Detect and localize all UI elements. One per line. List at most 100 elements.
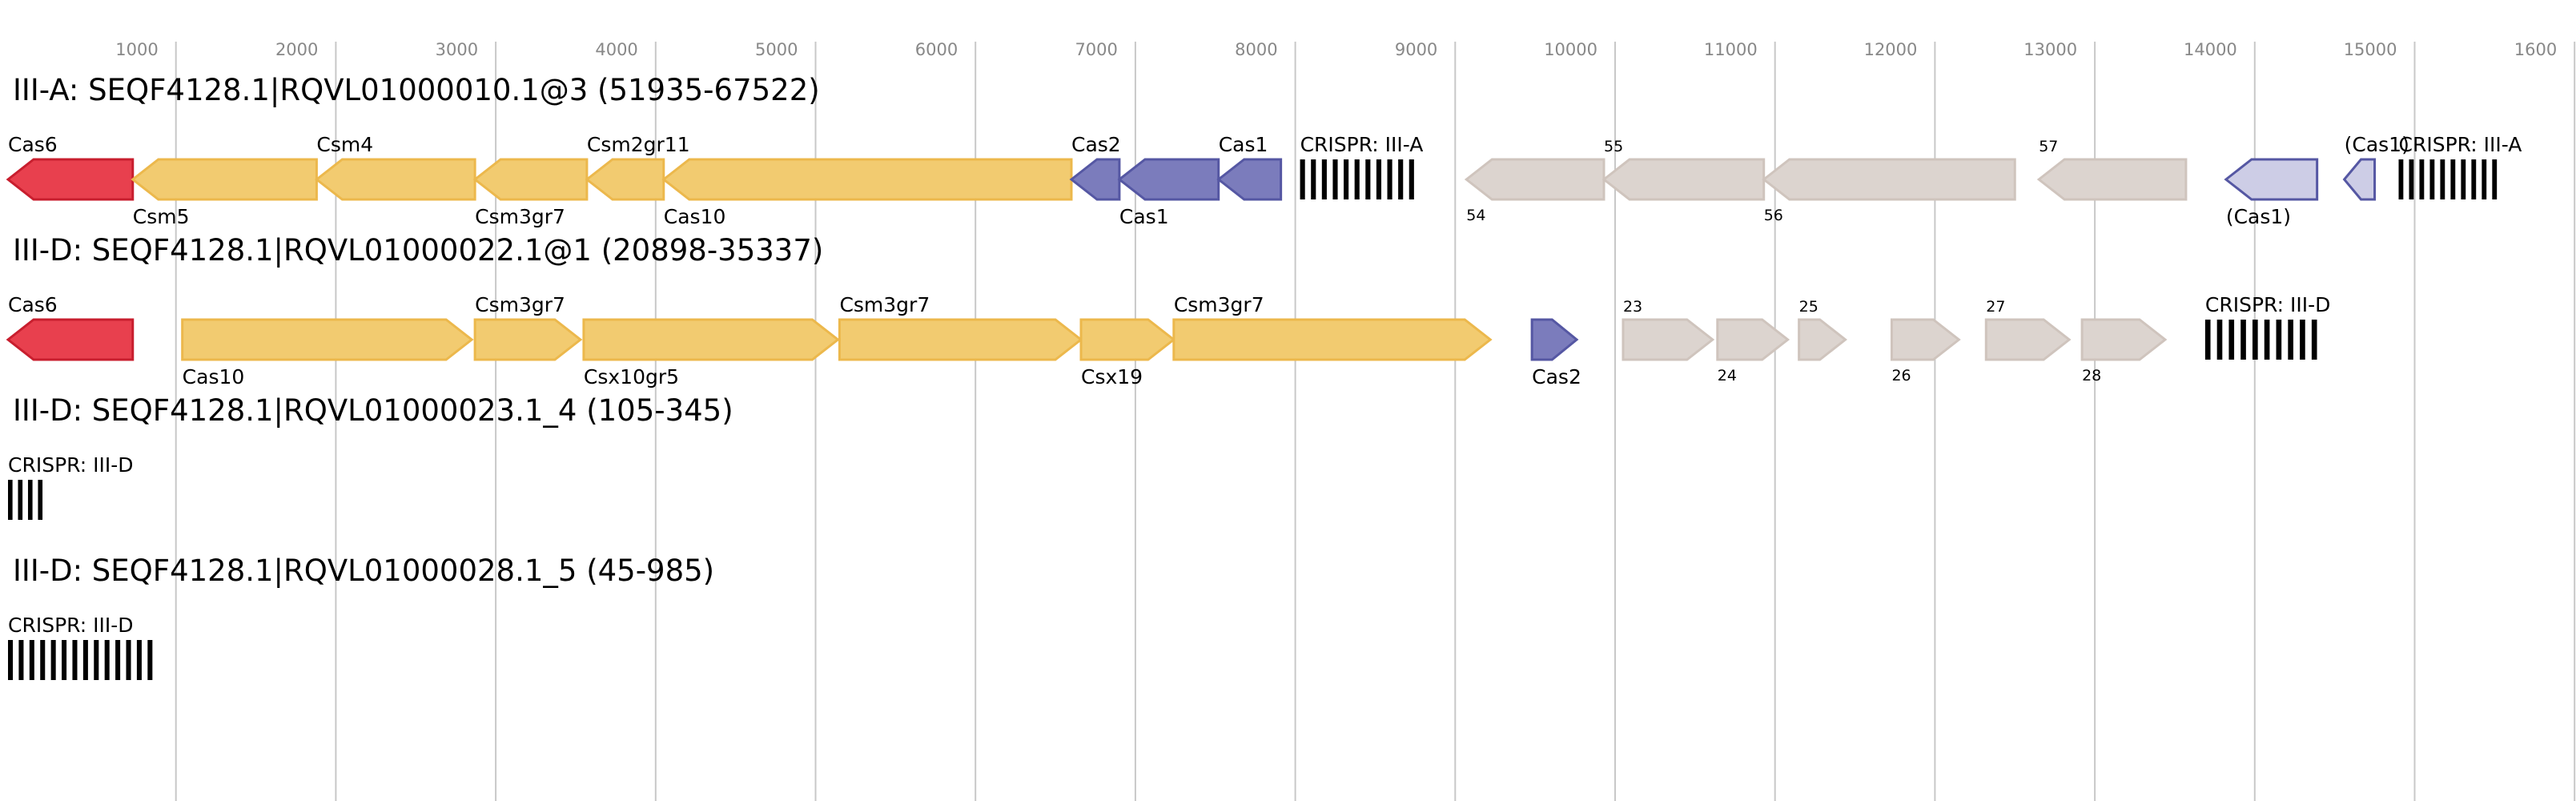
- gene-arrow: [1069, 158, 1121, 201]
- gene-arrow: [314, 158, 476, 201]
- tick-label: 12000: [1864, 40, 1918, 59]
- track-title: III-D: SEQF4128.1|RQVL01000023.1_4 (105-…: [13, 393, 733, 428]
- gene-arrow: [2342, 158, 2377, 201]
- gene-arrow: [2224, 158, 2319, 201]
- crispr-repeat: [2300, 320, 2305, 360]
- gene-label: 23: [1623, 298, 1642, 316]
- crispr-repeat: [2492, 159, 2498, 199]
- gene-label: Cas1: [1219, 133, 1268, 156]
- gene-arrow: [473, 318, 583, 361]
- crispr-repeat: [2471, 159, 2477, 199]
- crispr-repeat: [2228, 320, 2235, 360]
- crispr-repeat: [1300, 159, 1305, 199]
- crispr-repeat: [1344, 159, 1349, 199]
- track: III-D: SEQF4128.1|RQVL01000022.1@1 (2089…: [6, 233, 2331, 388]
- crispr-repeat: [2440, 159, 2445, 199]
- gene-arrow: [6, 158, 135, 201]
- crispr-repeat: [2264, 320, 2270, 360]
- crispr-repeat: [94, 640, 99, 680]
- gene-label: 54: [1466, 207, 1485, 224]
- tick-label: 11000: [1704, 40, 1758, 59]
- gene-arrow: [1622, 318, 1715, 361]
- tick-label: 1600: [2514, 40, 2557, 59]
- crispr-repeat: [2409, 159, 2414, 199]
- gene-label: Cas10: [664, 205, 726, 228]
- crispr-repeat: [2461, 159, 2466, 199]
- gene-arrow: [1216, 158, 1283, 201]
- crispr-repeat: [2204, 320, 2211, 360]
- gene-label: 26: [1891, 367, 1911, 384]
- crispr-repeat: [8, 640, 14, 680]
- gene-label: 55: [1604, 138, 1623, 155]
- gene-arrow: [472, 158, 589, 201]
- gene-arrow: [582, 318, 840, 361]
- gene-arrow: [661, 158, 1073, 201]
- crispr-repeat: [2450, 159, 2456, 199]
- gene-label: Csm3gr7: [839, 293, 930, 316]
- gene-arrow: [838, 318, 1083, 361]
- tick-label: 4000: [595, 40, 637, 59]
- gene-label: Csx19: [1081, 365, 1143, 388]
- crispr-repeat: [2252, 320, 2258, 360]
- gene-arrow: [585, 158, 665, 201]
- crispr-repeat: [126, 640, 131, 680]
- crispr-label: CRISPR: III-A: [1300, 133, 1424, 156]
- crispr-repeat: [1409, 159, 1414, 199]
- crispr-repeat: [2482, 159, 2487, 199]
- track: III-A: SEQF4128.1|RQVL01000010.1@3 (5193…: [6, 73, 2522, 228]
- crispr-repeat: [1311, 159, 1316, 199]
- crispr-repeat: [2311, 320, 2317, 360]
- gene-arrow: [1464, 158, 1605, 201]
- crispr-repeat: [1387, 159, 1392, 199]
- gene-label: Csm4: [316, 133, 373, 156]
- crispr-repeat: [115, 640, 121, 680]
- gene-arrow: [1172, 318, 1493, 361]
- crispr-repeat: [38, 480, 43, 520]
- tick-label: 3000: [436, 40, 478, 59]
- crispr-repeat: [1321, 159, 1327, 199]
- gene-label: Csm2gr11: [587, 133, 690, 156]
- crispr-repeat: [1354, 159, 1360, 199]
- crispr-repeat: [2398, 159, 2404, 199]
- crispr-repeat: [136, 640, 142, 680]
- gene-label: 57: [2039, 138, 2058, 155]
- track-title: III-D: SEQF4128.1|RQVL01000028.1_5 (45-9…: [13, 553, 714, 588]
- tick-label: 14000: [2184, 40, 2237, 59]
- crispr-label: CRISPR: III-D: [8, 453, 134, 477]
- gene-arrow: [1798, 318, 1847, 361]
- crispr-repeat: [29, 640, 34, 680]
- tick-label: 10000: [1544, 40, 1597, 59]
- crispr-repeat: [62, 640, 67, 680]
- crispr-label: CRISPR: III-D: [8, 614, 134, 637]
- gene-label: Cas6: [8, 293, 58, 316]
- tick-label: 9000: [1395, 40, 1437, 59]
- gene-label: Cas1: [1119, 205, 1169, 228]
- gene-label: Csm3gr7: [475, 293, 565, 316]
- gene-label: Csm3gr7: [1174, 293, 1264, 316]
- crispr-label: CRISPR: III-A: [2399, 133, 2522, 156]
- gene-arrow: [1117, 158, 1220, 201]
- tick-label: 15000: [2344, 40, 2397, 59]
- tick-label: 5000: [755, 40, 798, 59]
- crispr-repeat: [1332, 159, 1338, 199]
- tracks: III-A: SEQF4128.1|RQVL01000010.1@3 (5193…: [6, 73, 2522, 680]
- gene-arrow: [2036, 158, 2188, 201]
- gene-label: Cas6: [8, 133, 58, 156]
- gene-arrow: [1984, 318, 2072, 361]
- track-title: III-A: SEQF4128.1|RQVL01000010.1@3 (5193…: [13, 73, 820, 107]
- gene-label: Cas2: [1071, 133, 1121, 156]
- track-title: III-D: SEQF4128.1|RQVL01000022.1@1 (2089…: [13, 233, 823, 268]
- gene-arrow: [1079, 318, 1176, 361]
- gene-label: Csx10gr5: [584, 365, 679, 388]
- crispr-repeat: [1398, 159, 1404, 199]
- crispr-label: CRISPR: III-D: [2205, 293, 2331, 316]
- gene-label: 56: [1764, 207, 1783, 224]
- gene-label: 28: [2082, 367, 2101, 384]
- gene-arrow: [1890, 318, 1961, 361]
- gene-arrow: [181, 318, 474, 361]
- crispr-repeat: [82, 640, 88, 680]
- crispr-repeat: [50, 640, 56, 680]
- crispr-repeat: [40, 640, 46, 680]
- gene-label: 25: [1799, 298, 1818, 316]
- crispr-repeat: [18, 640, 24, 680]
